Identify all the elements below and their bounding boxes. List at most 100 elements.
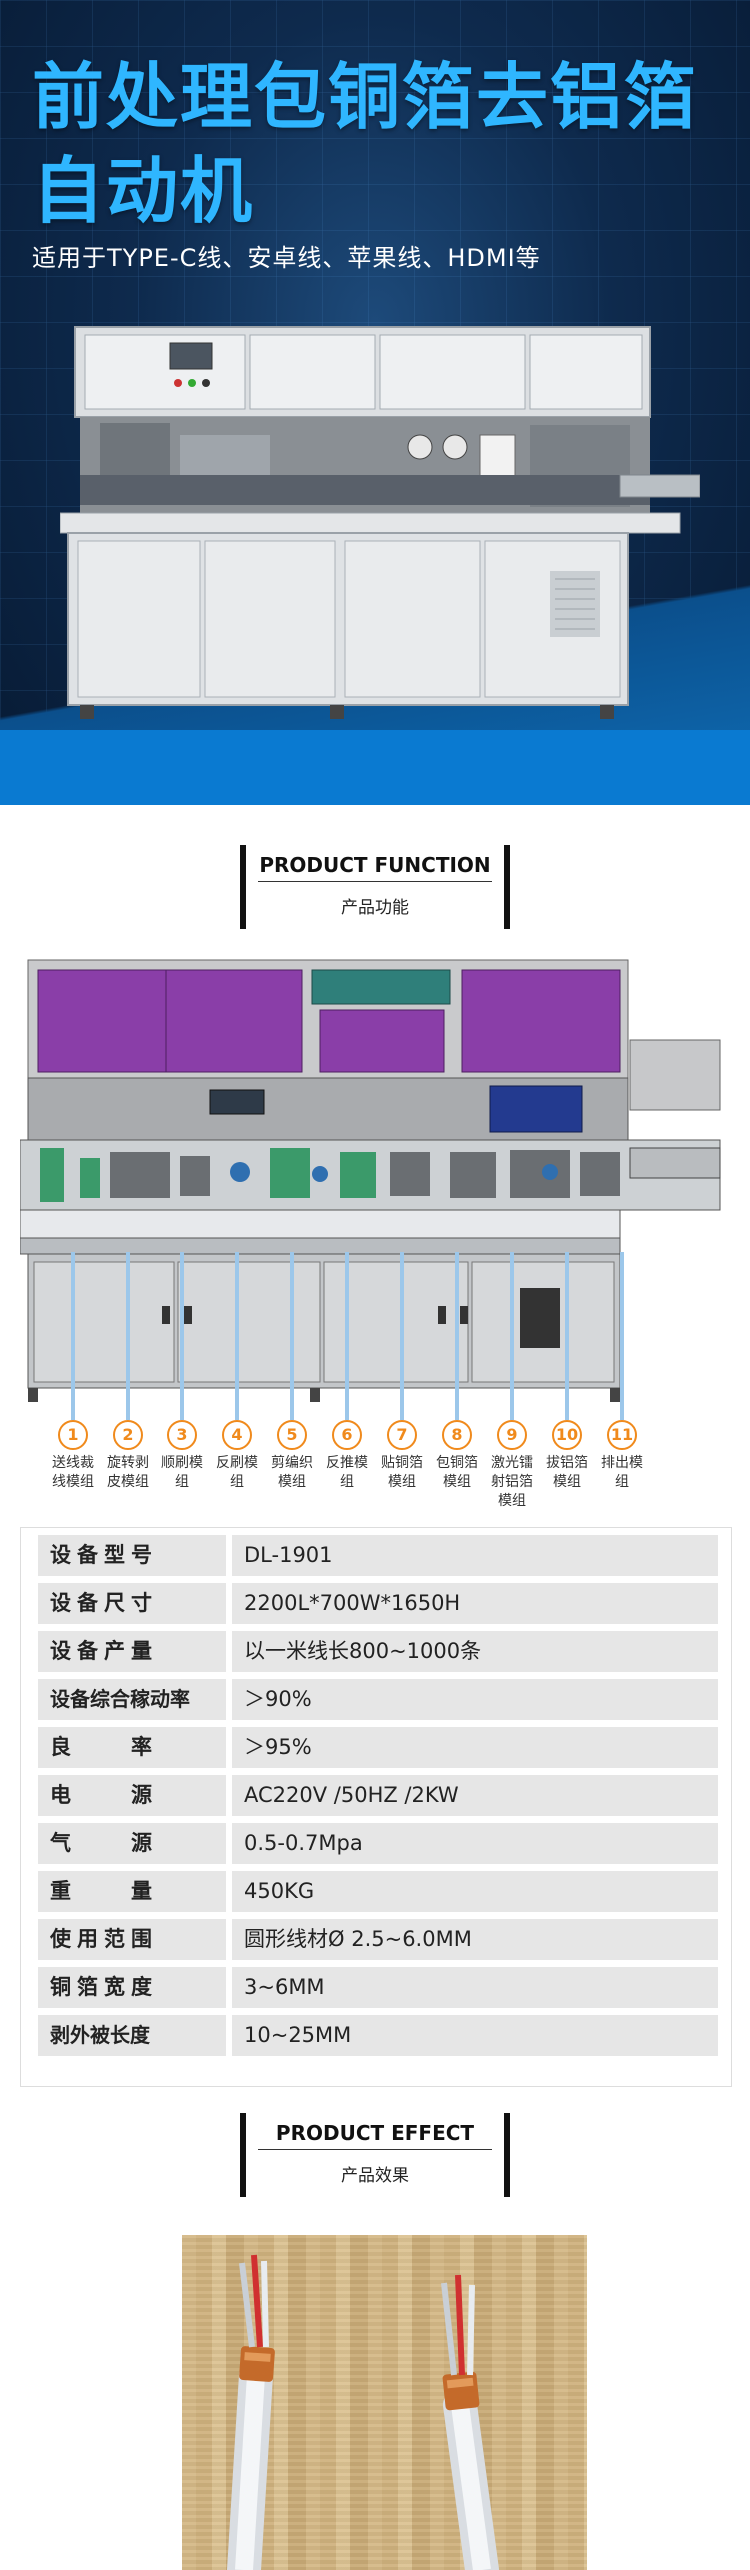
spec-key: 良 率 [50, 1735, 158, 1759]
spec-key: 电 源 [50, 1783, 158, 1807]
spec-key: 气 源 [50, 1831, 158, 1855]
cable-left [227, 2254, 275, 2570]
module-label: 包铜箔模组 [436, 1455, 478, 1490]
effect-heading-cn: 产品效果 [341, 2166, 409, 2186]
spec-divider [226, 1823, 232, 1864]
heading-rule [258, 2149, 492, 2150]
product-subtitle: 适用于TYPE-C线、安卓线、苹果线、HDMI等 [32, 244, 541, 272]
spec-row: 设备综合稼动率 ＞90% [38, 1679, 718, 1720]
spec-row: 剥外被长度 10~25MM [38, 2015, 718, 2056]
module-item: 2 旋转剥皮模组 [102, 1420, 154, 1492]
spec-row: 设备型号 DL-1901 [38, 1535, 718, 1576]
spec-key: 重 量 [50, 1879, 158, 1903]
module-label: 旋转剥皮模组 [107, 1455, 149, 1490]
spec-key: 设备尺寸 [50, 1591, 158, 1615]
spec-row: 良 率 ＞95% [38, 1727, 718, 1768]
spec-divider [226, 1631, 232, 1672]
module-number: 10 [552, 1420, 582, 1450]
module-label: 送线裁线模组 [52, 1455, 94, 1490]
spec-row: 设备尺寸 2200L*700W*1650H [38, 1583, 718, 1624]
spec-row: 设备产量 以一米线长800~1000条 [38, 1631, 718, 1672]
spec-divider [226, 1679, 232, 1720]
spec-key: 使用范围 [50, 1927, 158, 1951]
module-number: 7 [387, 1420, 417, 1450]
spec-value: 0.5-0.7Mpa [244, 1831, 363, 1855]
spec-row: 重 量 450KG [38, 1871, 718, 1912]
cable-result-photo [182, 2235, 587, 2570]
module-number: 3 [167, 1420, 197, 1450]
spec-value: ＞90% [244, 1687, 312, 1711]
spec-row: 使用范围 圆形线材Ø 2.5~6.0MM [38, 1919, 718, 1960]
spec-divider [226, 1583, 232, 1624]
spec-table: 设备型号 DL-1901 设备尺寸 2200L*700W*1650H 设备产量 以一米… [38, 1535, 718, 2063]
heading-rule [258, 881, 492, 882]
module-label: 排出模组 [601, 1455, 643, 1490]
spec-row: 电 源 AC220V /50HZ /2KW [38, 1775, 718, 1816]
function-heading-en: PRODUCT FUNCTION [259, 853, 491, 877]
module-number: 6 [332, 1420, 362, 1450]
spec-row: 气 源 0.5-0.7Mpa [38, 1823, 718, 1864]
effect-heading-en: PRODUCT EFFECT [275, 2121, 475, 2145]
module-label: 顺刷模组 [161, 1455, 203, 1490]
module-item: 8 包铜箔模组 [431, 1420, 483, 1492]
function-heading-cn: 产品功能 [341, 898, 409, 918]
module-number: 9 [497, 1420, 527, 1450]
module-item: 3 顺刷模组 [156, 1420, 208, 1492]
module-item: 1 送线裁线模组 [47, 1420, 99, 1492]
spec-key: 设备型号 [50, 1543, 158, 1567]
module-item: 7 贴铜箔模组 [376, 1420, 428, 1492]
spec-divider [226, 1727, 232, 1768]
hero-blue-band [0, 730, 750, 805]
spec-divider [226, 1775, 232, 1816]
spec-value: 450KG [244, 1879, 315, 1903]
spec-value: AC220V /50HZ /2KW [244, 1783, 459, 1807]
module-number: 1 [58, 1420, 88, 1450]
module-label: 反推模组 [326, 1455, 368, 1490]
heading-bar-left [240, 845, 246, 929]
spec-divider [226, 1919, 232, 1960]
spec-divider [226, 1967, 232, 2008]
module-item: 6 反推模组 [321, 1420, 373, 1492]
module-item: 4 反刷模组 [211, 1420, 263, 1492]
spec-key: 剥外被长度 [50, 2023, 150, 2047]
spec-divider [226, 1535, 232, 1576]
hero-banner: 前处理包铜箔去铝箔自动机 适用于TYPE-C线、安卓线、苹果线、HDMI等 [0, 0, 750, 805]
spec-key: 设备综合稼动率 [50, 1687, 190, 1711]
spec-value: ＞95% [244, 1735, 312, 1759]
spec-value: DL-1901 [244, 1543, 333, 1567]
spec-divider [226, 1871, 232, 1912]
module-item: 9 激光镭射铝箔模组 [486, 1420, 538, 1511]
module-number: 11 [607, 1420, 637, 1450]
function-heading: PRODUCT FUNCTION 产品功能 [240, 845, 510, 929]
spec-value: 3~6MM [244, 1975, 325, 1999]
module-item: 11 排出模组 [596, 1420, 648, 1492]
module-label: 贴铜箔模组 [381, 1455, 423, 1490]
cable-samples [227, 2254, 499, 2570]
module-label: 反刷模组 [216, 1455, 258, 1490]
spec-value: 10~25MM [244, 2023, 352, 2047]
module-item: 5 剪编织模组 [266, 1420, 318, 1492]
module-label: 剪编织模组 [271, 1455, 313, 1490]
module-item: 10 拔铝箔模组 [541, 1420, 593, 1492]
spec-value: 以一米线长800~1000条 [244, 1639, 482, 1663]
spec-value: 圆形线材Ø 2.5~6.0MM [244, 1927, 472, 1951]
spec-key: 设备产量 [50, 1639, 158, 1663]
heading-bar-right [504, 2113, 510, 2197]
effect-heading: PRODUCT EFFECT 产品效果 [240, 2113, 510, 2197]
machine-diagram [20, 959, 721, 1420]
module-label: 拔铝箔模组 [546, 1455, 588, 1490]
heading-bar-right [504, 845, 510, 929]
module-label: 激光镭射铝箔模组 [491, 1455, 533, 1509]
machine-photo [60, 326, 700, 719]
cable-right [441, 2274, 499, 2570]
product-title: 前处理包铜箔去铝箔自动机 [32, 55, 699, 233]
spec-table-frame [20, 1527, 732, 2087]
spec-value: 2200L*700W*1650H [244, 1591, 461, 1615]
heading-bar-left [240, 2113, 246, 2197]
module-number: 2 [113, 1420, 143, 1450]
module-number: 4 [222, 1420, 252, 1450]
module-number: 8 [442, 1420, 472, 1450]
module-list: 1 送线裁线模组 2 旋转剥皮模组 3 顺刷模组 4 反刷模组 5 剪编织模组 6 反推模组… [20, 1420, 730, 1520]
module-number: 5 [277, 1420, 307, 1450]
